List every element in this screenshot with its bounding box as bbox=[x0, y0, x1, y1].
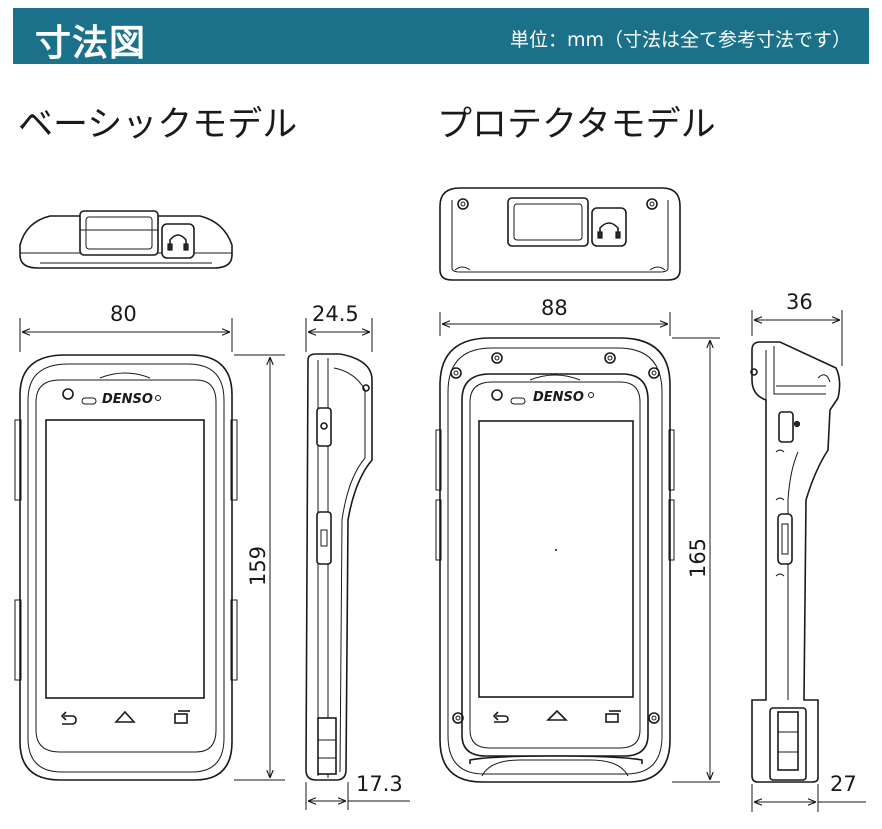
protector-width-dimension bbox=[439, 312, 671, 336]
protector-home-icon bbox=[546, 709, 568, 721]
basic-bottom-depth-label: 17.3 bbox=[356, 772, 403, 796]
basic-depth-label: 24.5 bbox=[312, 302, 359, 326]
protector-recent-apps-icon bbox=[605, 710, 621, 723]
protector-depth-label: 36 bbox=[786, 290, 813, 314]
basic-top-view bbox=[19, 210, 233, 269]
basic-front-view bbox=[14, 354, 238, 781]
protector-brand-logo: DENSO bbox=[533, 390, 584, 405]
basic-side-view bbox=[305, 353, 373, 781]
protector-side-view bbox=[750, 341, 841, 783]
camera-icon bbox=[62, 388, 74, 400]
protector-model-title: プロテクタモデル bbox=[437, 105, 716, 145]
protector-back-icon bbox=[492, 711, 509, 723]
protector-front-view bbox=[435, 337, 675, 783]
protector-depth-dimension bbox=[751, 310, 843, 366]
unit-note: 単位：mm（寸法は全て参考寸法です） bbox=[509, 29, 851, 51]
basic-brand-logo: DENSO bbox=[102, 392, 153, 407]
protector-top-view bbox=[439, 187, 681, 281]
protector-width-label: 88 bbox=[541, 296, 568, 320]
page-title: 寸法図 bbox=[35, 23, 147, 64]
header-bar: 寸法図 単位：mm（寸法は全て参考寸法です） bbox=[13, 8, 869, 64]
protector-height-dimension bbox=[672, 337, 720, 783]
protector-height-label: 165 bbox=[686, 537, 711, 579]
speaker-icon bbox=[81, 397, 97, 405]
back-icon bbox=[60, 711, 77, 725]
headphone-icon bbox=[169, 234, 187, 248]
protector-bottom-depth-label: 27 bbox=[830, 772, 857, 796]
protector-bottom-depth-dimension bbox=[751, 784, 866, 812]
basic-screen bbox=[45, 419, 205, 699]
basic-width-dimension bbox=[19, 318, 233, 352]
recent-apps-icon bbox=[174, 710, 190, 724]
basic-depth-dimension bbox=[305, 318, 373, 352]
headphone-jack bbox=[161, 223, 195, 259]
basic-bottom-depth-dimension bbox=[305, 782, 410, 810]
home-icon bbox=[114, 710, 136, 723]
basic-model-title: ベーシックモデル bbox=[18, 105, 298, 145]
basic-height-label: 159 bbox=[246, 545, 271, 587]
basic-height-dimension bbox=[234, 354, 285, 781]
protector-screen bbox=[478, 420, 634, 698]
basic-width-label: 80 bbox=[110, 302, 137, 326]
